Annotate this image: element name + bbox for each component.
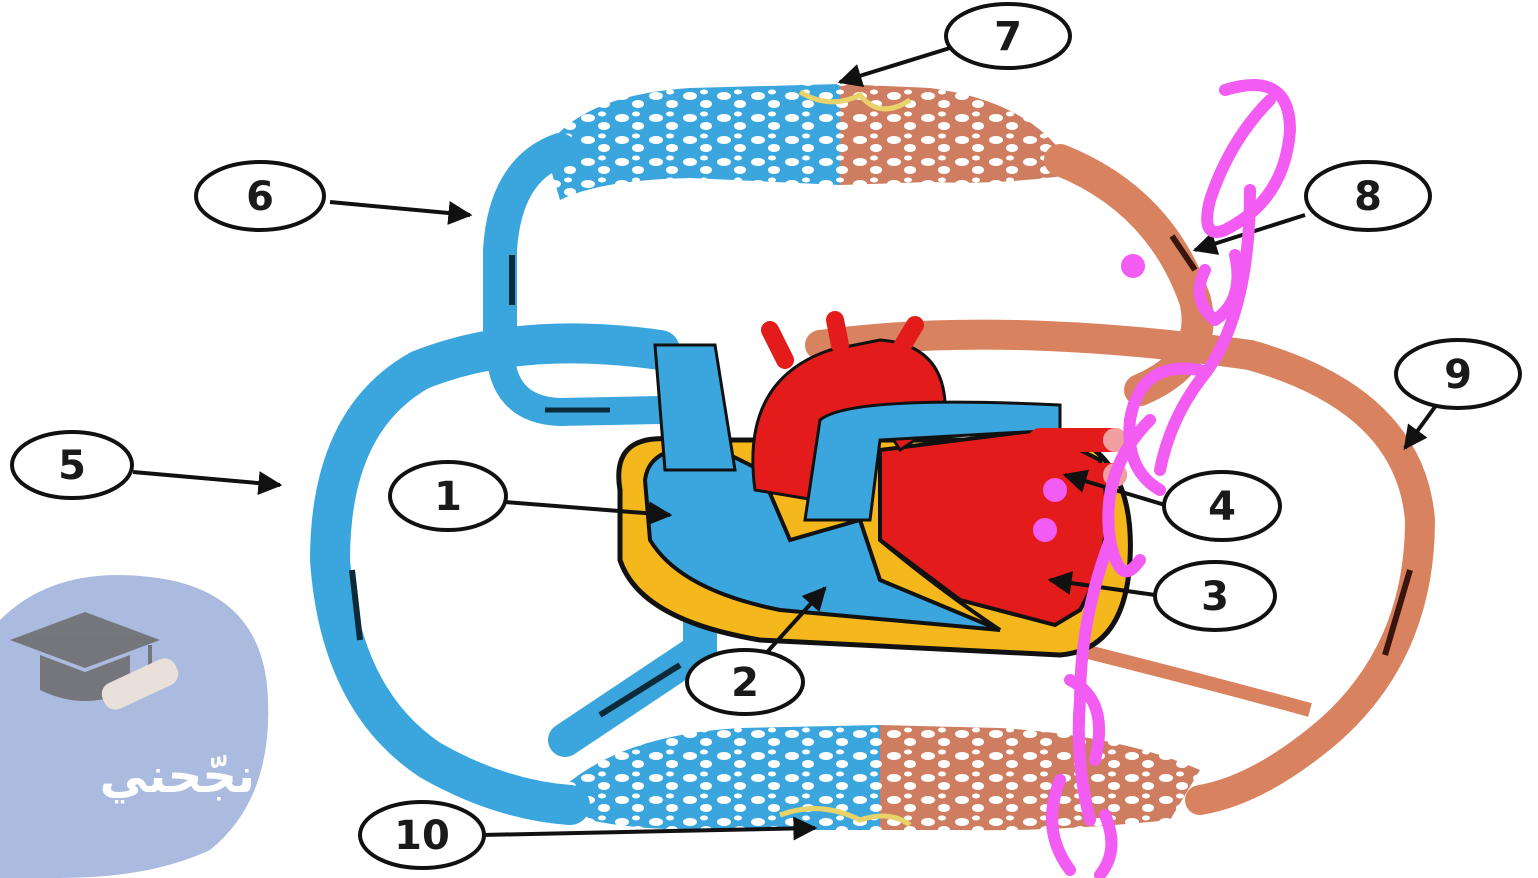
pulmonary-artery-vessel [500,150,560,340]
superior-vena-cava [655,345,735,470]
callout-9: 9 [1396,340,1520,408]
callout-7: 7 [946,4,1070,68]
watermark-logo-text: نجّحني [100,748,255,804]
callout-3: 3 [1155,562,1275,630]
aorta-lower-branch [1080,650,1310,710]
callout-4-text: 4 [1208,484,1236,530]
callout-5-text: 5 [58,443,86,489]
callout-1-text: 1 [434,474,462,520]
callout-4: 4 [1164,472,1280,540]
arrow-10 [482,828,815,835]
callout-3-text: 3 [1201,574,1229,620]
callout-9-text: 9 [1444,352,1472,398]
callout-6: 6 [196,162,324,230]
arrow-5 [133,472,280,485]
callout-5: 5 [12,432,132,498]
upper-capillary-bed [545,84,1070,200]
callout-10: 10 [360,802,484,868]
callout-2-text: 2 [731,660,759,706]
callout-1: 1 [390,462,506,530]
callout-8-text: 8 [1354,174,1382,220]
callout-7-text: 7 [994,14,1022,60]
callout-10-text: 10 [394,813,450,859]
callout-8: 8 [1306,162,1430,230]
arrow-6 [330,202,470,215]
watermark-logo: نجّحني [0,575,268,878]
callout-6-text: 6 [246,174,274,220]
arrow-7 [840,48,950,82]
callout-2: 2 [687,650,803,714]
